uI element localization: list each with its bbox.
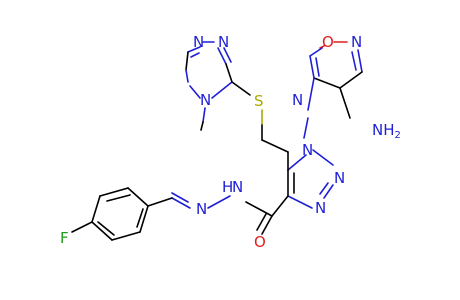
bond-nr-c: [357, 49, 363, 73]
bond-ch2-c5: [261, 139, 289, 153]
ring-bond-2: [99, 187, 129, 197]
bond-nr-c-inner: [351, 51, 357, 71]
atom-amide-h: H: [222, 178, 233, 196]
atom-hydrazone-n: N: [196, 200, 207, 218]
furazan-ring: [303, 41, 363, 139]
bond-c-triazole: [307, 77, 315, 111]
bond-n1-n2-core: [312, 149, 334, 166]
bond-n2-c3-inner: [223, 47, 232, 63]
bond-nl-c-inner: [315, 57, 320, 77]
ring-bond-1: [127, 187, 149, 207]
bond-c-c: [313, 77, 341, 89]
bond-nl-o: [309, 47, 323, 57]
bond-n-ch: [171, 197, 191, 209]
bond-c4-n3: [287, 195, 313, 209]
atom-n1: N: [193, 33, 204, 51]
bond-n2-n3-core: [323, 184, 334, 199]
atom-n2: N: [218, 33, 229, 51]
ring-bond-5: [111, 231, 141, 241]
bond-n-ch-double: [171, 192, 189, 203]
atom-s: S: [254, 92, 264, 110]
atom-carbonyl-o: O: [254, 233, 266, 251]
bond-nl-c: [309, 55, 315, 79]
bond-c-n1: [303, 117, 309, 139]
bond-n2-c3: [217, 47, 227, 65]
ring-double-1: [106, 194, 131, 202]
ring-double-3: [136, 208, 144, 228]
fluorophenyl-ring: [71, 187, 149, 241]
bond-nh-n: [207, 195, 231, 209]
bond-n1-c5-inner: [190, 52, 200, 58]
bond-c-o-double: [256, 213, 267, 231]
bond-n1-c5-core: [287, 154, 307, 171]
ring-double-2: [97, 221, 115, 236]
bond-n2-n3-inner: [319, 182, 329, 195]
atom-n-furazan-left: N: [292, 91, 303, 109]
atom-n3-core: N: [315, 199, 326, 217]
ring-bond-3: [91, 195, 101, 223]
atom-n4: N: [200, 91, 211, 109]
atom-n1-core: N: [302, 141, 313, 159]
bond-c-f: [71, 221, 93, 233]
bond-n1-c5: [187, 46, 201, 53]
bond-n4-c5: [189, 85, 201, 99]
bond-c5-n4: [185, 51, 189, 71]
bond-c-nh2: [339, 87, 351, 119]
atom-fluorine: F: [60, 229, 69, 247]
atom-n2-core: N: [334, 169, 345, 187]
bond-c3-ring: [225, 63, 233, 83]
ring-bond-6: [139, 205, 149, 233]
atom-amide-n: N: [232, 178, 243, 196]
ring-bond-4: [91, 221, 113, 241]
core-triazole-ring: [271, 149, 334, 217]
atom-amino: NH2: [372, 121, 401, 141]
bond-c3-n4: [211, 81, 233, 99]
bond-c5-n4b: [185, 69, 189, 83]
bond-n4-methyl: [202, 107, 206, 123]
bond-c-o: [261, 215, 273, 235]
bond-o-nl: [319, 45, 325, 49]
atom-o-furazan: O: [322, 33, 334, 51]
methyl-bond: [200, 121, 204, 131]
bond-ch-aryl: [147, 197, 173, 207]
bond-c-nh: [245, 201, 273, 217]
bond-c4-carbonyl: [271, 195, 289, 217]
bond-c3-s: [231, 81, 251, 96]
methyl-triazole-ring: [185, 41, 251, 131]
atom-n-furazan-right: N: [351, 33, 362, 51]
bond-c-c2: [339, 71, 363, 89]
